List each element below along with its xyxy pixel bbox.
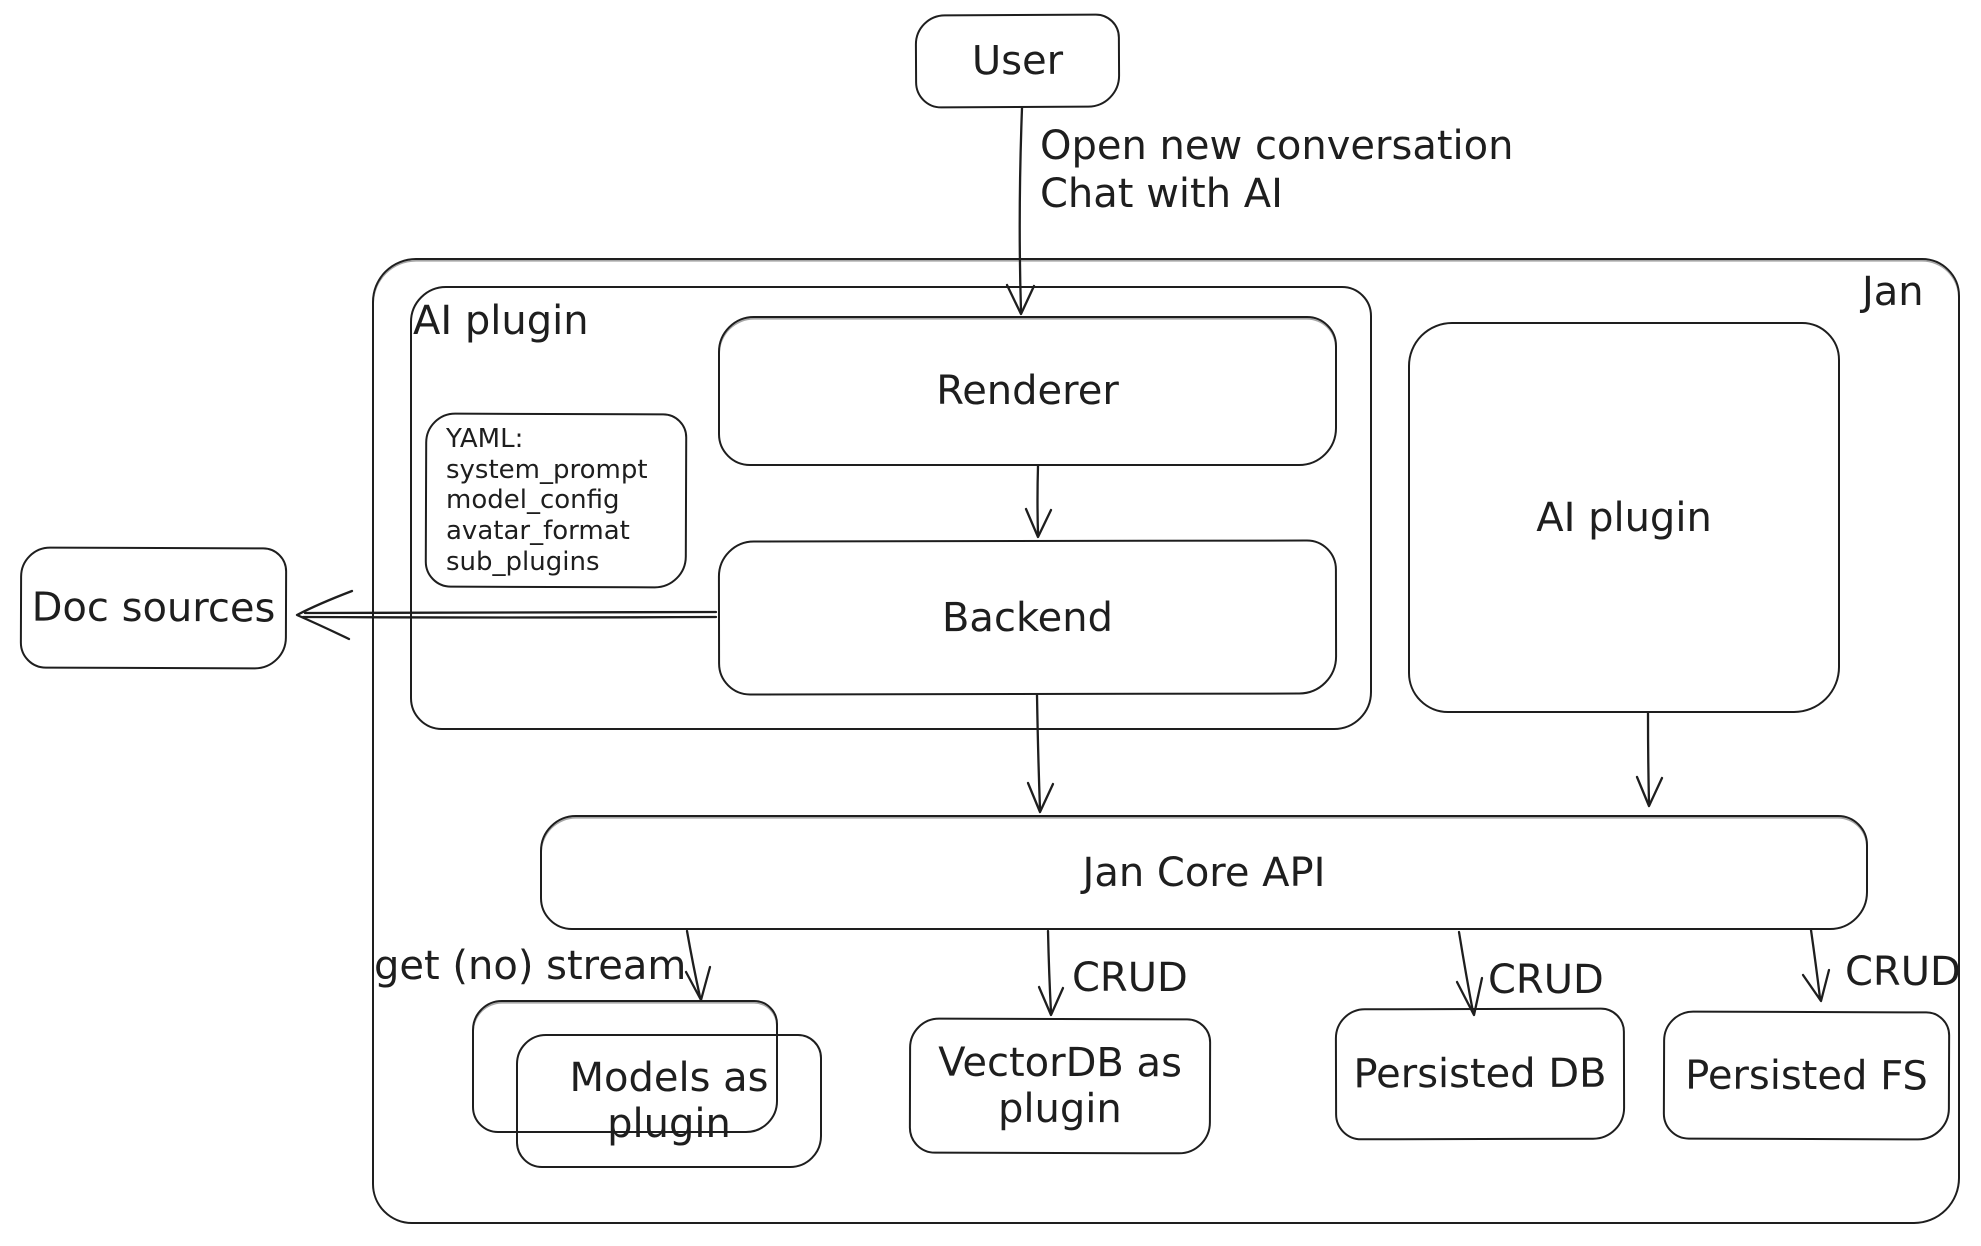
ai-plugin-group-container (410, 286, 1372, 730)
edge-label-get-no-stream: get (no) stream (374, 943, 687, 989)
backend-node: Backend (717, 539, 1338, 696)
doc-sources-label: Doc sources (31, 584, 276, 632)
edge-label-line1: Open new conversation (1040, 123, 1514, 169)
models-plugin-node: Models as plugin (516, 1034, 822, 1168)
jan-core-api-label: Jan Core API (1082, 849, 1326, 896)
user-node-label: User (971, 37, 1064, 85)
yaml-line: model_config (446, 485, 620, 516)
user-node: User (914, 13, 1121, 109)
models-plugin-back-node (472, 1000, 778, 1133)
ai-plugin-right-node: AI plugin (1408, 322, 1840, 713)
backend-node-label: Backend (941, 594, 1114, 641)
ai-plugin-group-label: AI plugin (413, 298, 589, 344)
edge-label-crud-persisted-fs: CRUD (1845, 949, 1961, 995)
renderer-node-label: Renderer (936, 368, 1119, 414)
models-plugin-label: Models as plugin (569, 1055, 768, 1147)
persisted-fs-node: Persisted FS (1662, 1010, 1951, 1141)
edge-label-crud-persisted-db: CRUD (1488, 957, 1604, 1003)
renderer-node: Renderer (718, 316, 1337, 466)
jan-container (372, 258, 1960, 1224)
models-plugin-label-line2: plugin (607, 1101, 731, 1147)
ai-plugin-right-label: AI plugin (1536, 494, 1712, 541)
doc-sources-node: Doc sources (19, 546, 288, 670)
persisted-db-label: Persisted DB (1353, 1050, 1607, 1098)
yaml-note-text: YAML: system_prompt model_config avatar_… (446, 424, 648, 577)
vectordb-plugin-label-line1: VectorDB as (938, 1039, 1183, 1087)
vectordb-plugin-label: VectorDB as plugin (938, 1040, 1182, 1133)
yaml-line: sub_plugins (446, 546, 600, 577)
jan-container-label: Jan (1862, 269, 1924, 315)
edge-label-crud-vectordb: CRUD (1072, 955, 1188, 1001)
persisted-fs-label: Persisted FS (1685, 1052, 1928, 1099)
edge-label-line2: Chat with AI (1040, 171, 1283, 217)
vectordb-plugin-node: VectorDB as plugin (908, 1017, 1212, 1155)
yaml-line: system_prompt (446, 454, 648, 485)
yaml-line: YAML: (446, 424, 524, 454)
edge-label-user-to-renderer: Open new conversation Chat with AI (1040, 122, 1513, 218)
models-plugin-label-line1: Models as (569, 1055, 769, 1101)
vectordb-plugin-label-line2: plugin (998, 1085, 1122, 1133)
yaml-line: avatar_format (446, 516, 630, 547)
jan-core-api-node: Jan Core API (540, 815, 1868, 930)
persisted-db-node: Persisted DB (1334, 1007, 1626, 1141)
